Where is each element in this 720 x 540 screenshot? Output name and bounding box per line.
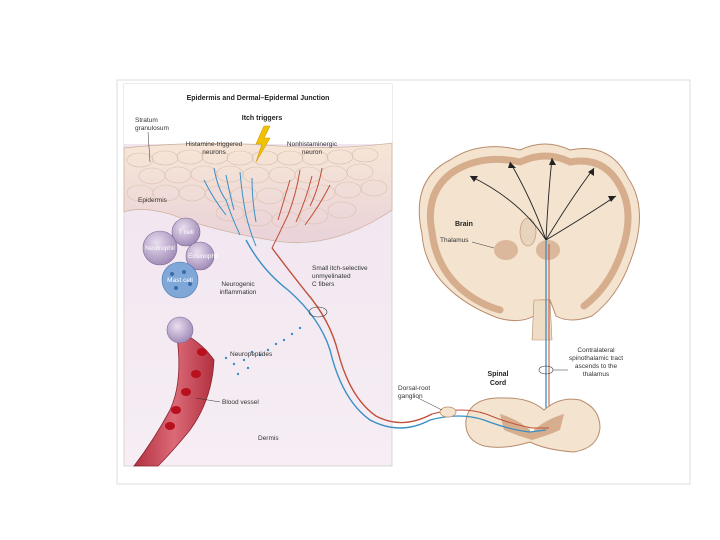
t-cell	[171, 217, 201, 247]
histamine-fiber	[245, 239, 431, 429]
label-itch-triggers: Itch triggers	[242, 115, 283, 122]
label-thalamus: Thalamus	[440, 237, 469, 244]
cortical-projections	[469, 157, 617, 241]
label-eosinophil: Eosinophil	[188, 253, 219, 260]
skin-panel-header-area	[124, 84, 392, 144]
neuropeptide-dots	[224, 326, 302, 376]
label-t-cell: T cell	[178, 229, 194, 236]
ventricles	[519, 217, 537, 247]
dorsal-root-ganglion	[439, 406, 457, 418]
neutrophil	[142, 230, 178, 266]
label-neuropeptides: Neuropeptides	[230, 351, 273, 358]
spinal-cord	[429, 397, 601, 453]
panel-title: Epidermis and Dermal–Epidermal Junction	[187, 95, 330, 102]
immune-cells: T cell Neutrophil Eosinophil Mast cell	[142, 217, 219, 299]
gray-matter	[500, 414, 564, 440]
leader-dorsal-root-ganglion	[417, 397, 443, 411]
thalamus-region-right	[536, 240, 560, 260]
nonhistaminergic-fiber	[271, 247, 433, 424]
label-blood-vessel: Blood vessel	[222, 399, 259, 406]
epidermis-cells	[126, 147, 388, 229]
brain: Brain Thalamus	[418, 143, 640, 341]
lightning-icon	[255, 125, 271, 163]
brain-cortex	[426, 152, 632, 310]
brain-cortex-left	[428, 228, 504, 314]
nonhistaminergic-nerve-endings	[271, 167, 331, 249]
label-epidermis: Epidermis	[138, 197, 168, 204]
blood-vessel	[133, 316, 215, 467]
label-dermis: Dermis	[258, 435, 279, 442]
label-brain: Brain	[455, 221, 473, 228]
leader-blood-vessel	[195, 397, 221, 403]
c-fibers-marker	[308, 306, 328, 318]
skin-panel: Epidermis and Dermal–Epidermal Junction …	[123, 83, 433, 467]
mast-cell	[161, 261, 199, 299]
leader-stratum-granulosum	[147, 131, 151, 163]
histamine-nerve-endings	[203, 167, 257, 247]
label-neutrophil: Neutrophil	[145, 245, 175, 252]
projection-arrowheads	[470, 158, 616, 202]
spinal-cord-outline	[465, 397, 601, 453]
leader-thalamus	[471, 241, 495, 249]
brainstem	[531, 299, 553, 341]
leukocyte	[166, 316, 194, 344]
label-mast-cell: Mast cell	[167, 277, 193, 284]
eosinophil	[185, 241, 215, 271]
thalamus-region	[494, 240, 518, 260]
